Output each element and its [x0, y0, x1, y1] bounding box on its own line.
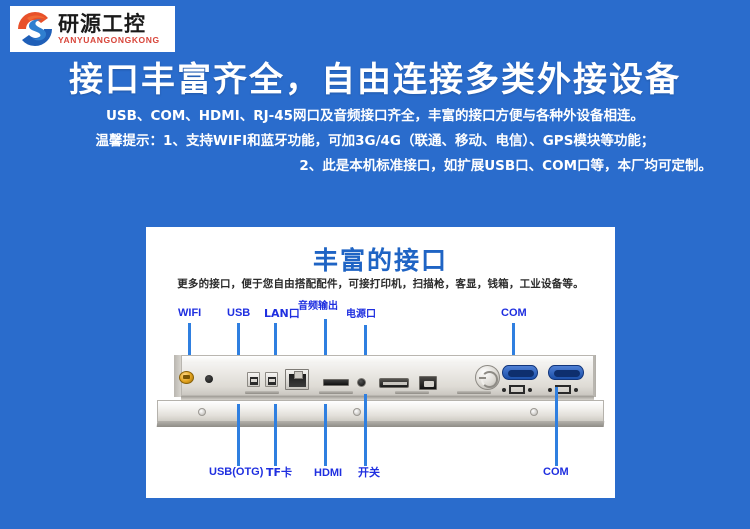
callout-wifi-label: WIFI [178, 307, 202, 319]
device-screw [353, 408, 361, 416]
device-vent [245, 391, 279, 394]
description-line-2: 温馨提示：1、支持WIFI和蓝牙功能，可加3G/4G（联通、移动、电信）、GPS… [95, 133, 655, 149]
usb-port-1 [247, 372, 260, 387]
device-vent [457, 391, 491, 394]
dc-power-jack [419, 376, 437, 390]
panel-title: 丰富的接口 [312, 246, 448, 275]
description-block: USB、COM、HDMI、RJ-45网口及音频接口齐全，丰富的接口方便与各种外设… [0, 104, 750, 179]
panel-subtitle: 更多的接口，便于您自由搭配配件，可接打印机，扫描枪，客显，钱箱，工业设备等。 [177, 278, 584, 290]
product-device-image [156, 355, 605, 430]
usb-port-2 [265, 372, 278, 387]
device-panel-highlight [182, 356, 593, 363]
leader-line-usb [237, 323, 240, 359]
leader-line-audio-out [324, 319, 327, 359]
brand-name-cn: 研源工控 [58, 11, 146, 36]
reset-hole [205, 375, 213, 383]
description-line-3: 2、此是本机标准接口，如扩展USB口、COM口等，本厂均可定制。 [299, 158, 712, 174]
leader-line-power [364, 325, 367, 359]
swirl-s-logo-icon [14, 9, 56, 49]
bracket-screw [528, 387, 532, 392]
leader-line-lan [274, 323, 277, 359]
callout-lan-label: LAN口 [264, 307, 300, 320]
bracket-screw [502, 387, 506, 392]
callout-power-switch-label: 开关 [358, 466, 380, 479]
callout-power-label: 电源口 [346, 309, 376, 320]
brand-name-en: YANYUANGONGKONG [58, 34, 160, 45]
device-panel-seam [181, 396, 594, 400]
leader-line-usb-otg [237, 404, 240, 466]
device-screw [530, 408, 538, 416]
tf-card-slot [323, 379, 349, 386]
com-port-2-bracket [548, 384, 578, 395]
bracket-frame [509, 385, 525, 394]
callout-com-top-label: COM [501, 307, 527, 319]
rj45-lan-port [285, 369, 309, 390]
brand-logo-text: 研源工控 YANYUANGONGKONG [58, 13, 160, 45]
com-serial-port-1 [502, 365, 538, 380]
callout-tf-card-label: TF卡 [266, 466, 293, 479]
bracket-screw [574, 387, 578, 392]
leader-line-power-switch [364, 394, 367, 466]
page-title: 接口丰富齐全，自由连接多类外接设备 [69, 60, 681, 100]
callout-usb-label: USB [227, 307, 251, 319]
callout-audio-out-label: 音频输出 [298, 301, 338, 312]
callout-com-bottom-label: COM [543, 466, 569, 478]
device-bottom-edge [156, 421, 605, 427]
com-serial-port-2 [548, 365, 584, 380]
hdmi-port [379, 378, 409, 388]
audio-jack-port [357, 378, 366, 387]
description-line-1: USB、COM、HDMI、RJ-45网口及音频接口齐全，丰富的接口方便与各种外设… [105, 108, 645, 124]
callout-hdmi-label: HDMI [314, 467, 343, 479]
bracket-screw [548, 387, 552, 392]
product-image-panel: 丰富的接口 更多的接口，便于您自由搭配配件，可接打印机，扫描枪，客显，钱箱，工业… [146, 227, 615, 498]
callout-usb-otg-label: USB(OTG) [209, 466, 264, 478]
device-vent [395, 391, 429, 394]
leader-line-tf-card [274, 404, 277, 466]
device-vent [319, 391, 353, 394]
device-screw [198, 408, 206, 416]
antenna-connector-slot [183, 375, 190, 379]
com-port-1-bracket [502, 384, 532, 395]
leader-line-hdmi [324, 404, 327, 466]
leader-line-wifi [188, 323, 191, 359]
leader-line-com-bottom [555, 387, 558, 466]
leader-line-com-top [512, 323, 515, 359]
brand-logo-bar: 研源工控 YANYUANGONGKONG [10, 6, 175, 52]
power-button[interactable] [475, 365, 500, 390]
